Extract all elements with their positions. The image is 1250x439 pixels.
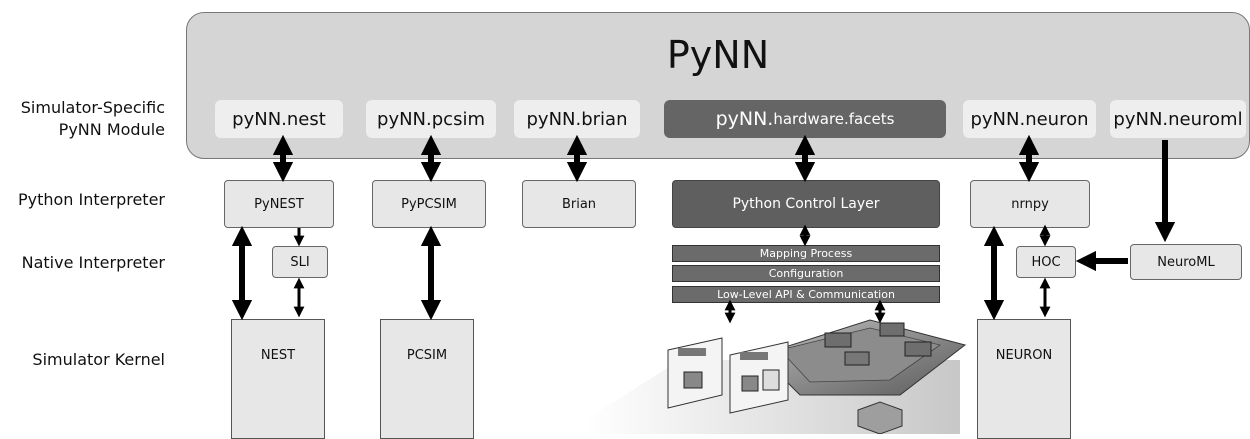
module-brian: pyNN.brian (514, 100, 640, 138)
box-pynest: PyNEST (224, 180, 334, 228)
row-label-module-line2: PyNN Module (58, 120, 165, 139)
module-hardware-facets: pyNN.hardware.facets (664, 100, 946, 138)
kernel-nest: NEST (231, 319, 325, 439)
chip-card-1-label (678, 348, 706, 356)
box-neuroml: NeuroML (1130, 244, 1242, 280)
pynn-title: PyNN (666, 33, 770, 77)
module-hardware-prefix: pyNN. (715, 108, 774, 130)
row-label-module-line1: Simulator-Specific (20, 98, 165, 117)
board-module-4 (844, 351, 870, 366)
box-pypcsim: PyPCSIM (372, 180, 486, 228)
chip-card-2-label (740, 352, 768, 360)
kernel-pcsim: PCSIM (380, 319, 474, 439)
row-label-kernel: Simulator Kernel (32, 350, 165, 369)
chip-card-1-chip (683, 371, 703, 389)
board-module-3 (904, 341, 932, 357)
module-neuroml: pyNN.neuroml (1110, 100, 1246, 138)
row-label-module: Simulator-Specific PyNN Module (0, 97, 165, 141)
module-pcsim: pyNN.pcsim (366, 100, 496, 138)
chip-card-2-chip (741, 375, 759, 392)
module-hardware-suffix: hardware.facets (773, 110, 895, 128)
bar-low-level-api: Low-Level API & Communication (672, 286, 940, 303)
module-neuron: pyNN.neuron (963, 100, 1096, 138)
box-python-control-layer: Python Control Layer (672, 180, 940, 228)
box-brian: Brian (522, 180, 636, 228)
board-module-1 (824, 332, 852, 348)
board-module-2 (879, 322, 905, 337)
box-sli: SLI (272, 246, 328, 278)
bar-configuration: Configuration (672, 265, 940, 282)
hex-wafer (857, 401, 903, 434)
box-hoc: HOC (1016, 246, 1076, 278)
chip-card-2-hicann (762, 369, 780, 391)
row-label-native: Native Interpreter (21, 253, 165, 272)
module-nest: pyNN.nest (215, 100, 343, 138)
hardware-illustration (585, 319, 967, 434)
row-label-python: Python Interpreter (17, 190, 165, 209)
